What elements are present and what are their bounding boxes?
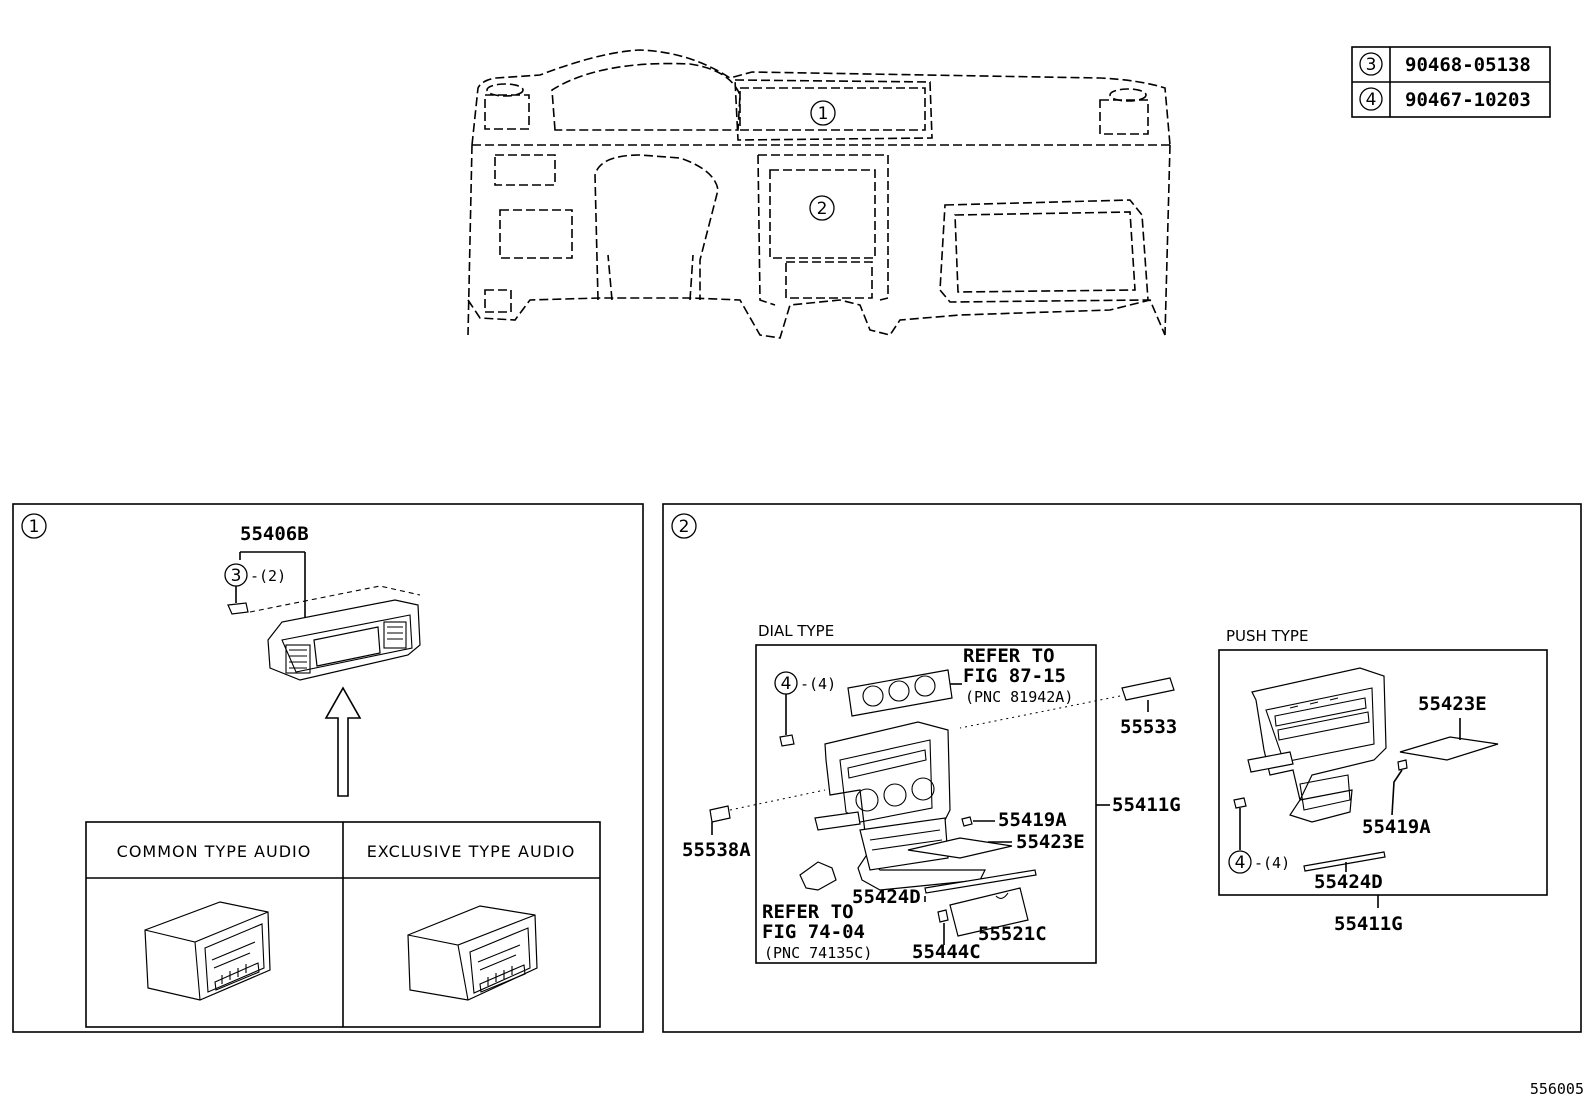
dial-part-55424D-label: 55424D bbox=[852, 886, 921, 908]
dial-part-55521C-label: 55521C bbox=[978, 923, 1047, 945]
screw-3-key: 3 bbox=[231, 566, 242, 586]
dial-refer-b-line3: (PNC 74135C) bbox=[764, 944, 872, 962]
dial-type-box: DIAL TYPE 4 -(4) REFER TO FIG 87-15 (PNC… bbox=[755, 622, 1097, 964]
dashboard-callout-2-icon bbox=[809, 195, 835, 221]
push-cluster-drawing bbox=[1247, 667, 1387, 823]
push-part-55424D-label: 55424D bbox=[1314, 871, 1383, 893]
dial-assembly-55411G-label: 55411G bbox=[1112, 794, 1181, 816]
push-screw-4-key: 4 bbox=[1235, 853, 1246, 873]
common-audio-unit-drawing bbox=[144, 901, 271, 1001]
dial-refer-a-line1: REFER TO bbox=[963, 645, 1055, 667]
dial-screw-4-key: 4 bbox=[781, 674, 792, 694]
push-type-box: PUSH TYPE 55423E 55419A 4 bbox=[1218, 627, 1548, 896]
audio-header-exclusive: EXCLUSIVE TYPE AUDIO bbox=[367, 842, 576, 861]
dial-type-title: DIAL TYPE bbox=[758, 622, 834, 640]
callout-3-icon bbox=[1359, 52, 1383, 76]
push-screw-4-icon bbox=[1228, 850, 1252, 874]
legend-key-3: 3 bbox=[1366, 55, 1377, 75]
dial-refer-a-line2: FIG 87-15 bbox=[963, 665, 1066, 687]
dial-part-55419A-label: 55419A bbox=[998, 809, 1067, 831]
push-type-title: PUSH TYPE bbox=[1226, 627, 1308, 645]
legend-key-4: 4 bbox=[1366, 90, 1377, 110]
bezel-55406B-drawing bbox=[267, 599, 421, 681]
part-55406B-label: 55406B bbox=[240, 523, 309, 545]
dial-refer-a-line3: (PNC 81942A) bbox=[965, 688, 1073, 706]
panel-1: 1 55406B 3 -(2) COMMON TYPE AUDIO bbox=[12, 503, 644, 1033]
climate-control-panel-drawing bbox=[847, 669, 953, 717]
center-cluster-drawing bbox=[814, 721, 986, 891]
exclusive-audio-unit-drawing bbox=[407, 905, 538, 1001]
audio-table: COMMON TYPE AUDIO EXCLUSIVE TYPE AUDIO bbox=[85, 821, 601, 1028]
legend-table: 3 4 90468-05138 90467-10203 bbox=[1351, 46, 1551, 118]
dial-refer-b-line2: FIG 74-04 bbox=[762, 921, 865, 943]
panel-2-number-icon bbox=[671, 513, 697, 539]
audio-header-common: COMMON TYPE AUDIO bbox=[117, 842, 312, 861]
push-screw-4-qty: -(4) bbox=[1254, 854, 1290, 872]
dashboard-callout-1: 1 bbox=[818, 104, 829, 124]
push-part-55423E-label: 55423E bbox=[1418, 693, 1487, 715]
panel-1-number: 1 bbox=[29, 517, 40, 537]
legend-part-3: 90468-05138 bbox=[1405, 54, 1531, 76]
push-part-55419A-label: 55419A bbox=[1362, 816, 1431, 838]
dashboard-callout-1-icon bbox=[810, 100, 836, 126]
dial-part-55444C-label: 55444C bbox=[912, 941, 981, 963]
dashboard-overview: 1 2 bbox=[467, 49, 1171, 339]
part-55538A-label: 55538A bbox=[682, 839, 751, 861]
panel-1-number-icon bbox=[21, 513, 47, 539]
dial-screw-4-qty: -(4) bbox=[800, 675, 836, 693]
callout-4-icon bbox=[1359, 87, 1383, 111]
panel-2-number: 2 bbox=[679, 517, 690, 537]
figure-id: 556005 bbox=[1530, 1080, 1584, 1098]
dashboard-callout-2: 2 bbox=[817, 199, 828, 219]
screw-3-qty: -(2) bbox=[250, 567, 286, 585]
legend-part-4: 90467-10203 bbox=[1405, 89, 1531, 111]
dial-part-55423E-label: 55423E bbox=[1016, 831, 1085, 853]
panel-2: 2 DIAL TYPE 4 -(4) REFER TO FIG 87-15 (P… bbox=[662, 503, 1582, 1033]
dial-refer-b-line1: REFER TO bbox=[762, 901, 854, 923]
part-55533-label: 55533 bbox=[1120, 716, 1177, 738]
push-assembly-55411G-label: 55411G bbox=[1334, 913, 1403, 935]
